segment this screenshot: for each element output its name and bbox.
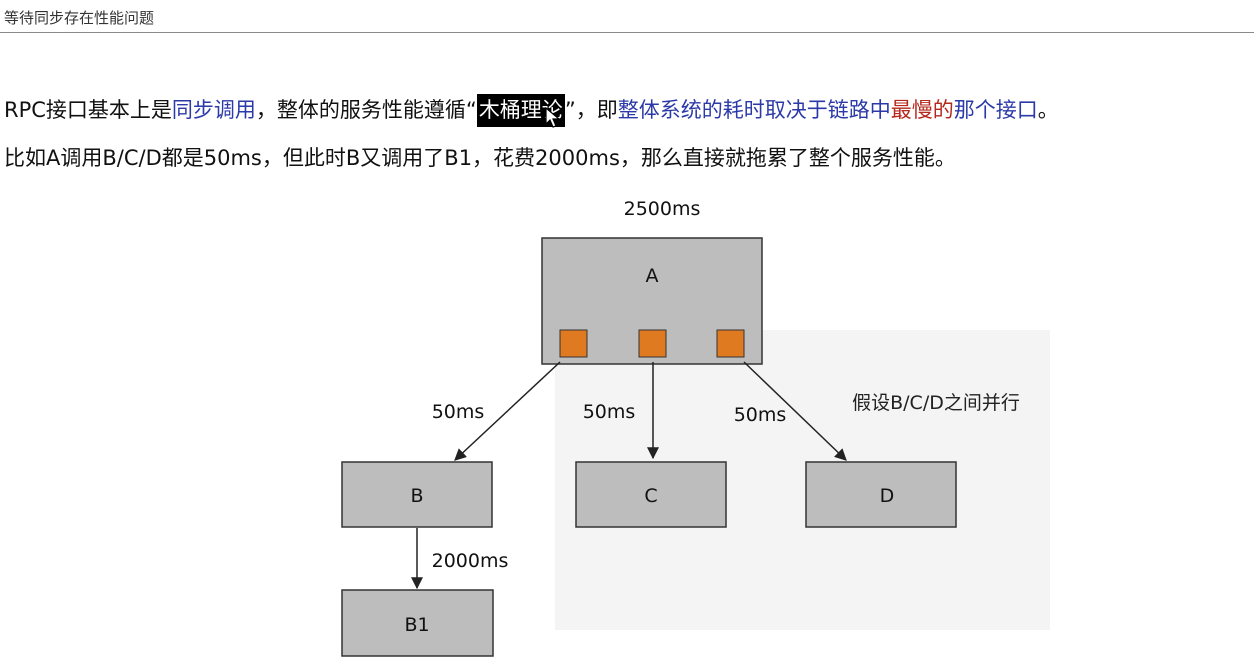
node-a: A [541,237,763,365]
node-b-label: B [410,485,423,507]
page-header: 等待同步存在性能问题 [0,0,1254,33]
page-title: 等待同步存在性能问题 [4,9,155,27]
paragraph-1-period: 。 [1037,98,1059,122]
paragraph-1: RPC接口基本上是同步调用，整体的服务性能遵循“木桶理论”，即整体系统的耗时取决… [4,94,1059,128]
node-c: C [575,461,727,528]
edge-a-d-label: 50ms [734,404,787,426]
port-b [559,329,588,358]
node-b1: B1 [341,589,494,657]
paragraph-2: 比如A调用B/C/D都是50ms，但此时B又调用了B1，花费2000ms，那么直… [4,142,956,174]
node-b: B [341,461,493,528]
paragraph-1-text-c: ”，即 [564,98,618,122]
edge-a-d [743,361,847,461]
node-d: D [805,461,957,528]
paragraph-2-text: 比如A调用B/C/D都是50ms，但此时B又调用了B1，花费2000ms，那么直… [4,146,956,170]
port-c [638,329,667,358]
port-d [716,329,745,358]
node-d-label: D [880,485,895,507]
edge-b-b1-label: 2000ms [432,550,509,572]
edge-a-c-label: 50ms [583,401,636,423]
paragraph-1-highlight-red: 最慢的 [890,98,954,122]
paragraph-1-highlight-blue: 整体系统的耗时取决于链路中 [617,98,891,122]
sync-call-link-text: 同步调用 [171,98,256,122]
node-a-label: A [646,265,659,287]
total-time-label: 2500ms [624,198,701,220]
paragraph-1-text-a: RPC接口基本上是 [4,98,172,122]
call-chain-diagram: 2500ms A 50ms 50ms 50ms 假设B/C/D之间并行 B C … [0,190,1254,668]
node-b1-label: B1 [404,614,429,636]
paragraph-1-text-b: ，整体的服务性能遵循“ [255,98,477,122]
paragraph-1-highlight-interface: 那个接口 [953,98,1038,122]
edge-a-b-label: 50ms [432,401,485,423]
node-c-label: C [644,485,657,507]
parallel-note: 假设B/C/D之间并行 [852,392,1020,414]
edge-a-b [454,361,561,461]
